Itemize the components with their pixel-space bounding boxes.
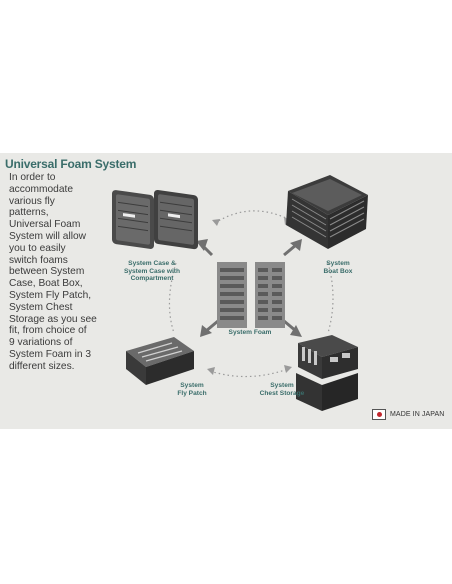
system-case-image <box>112 189 198 250</box>
label-line: Fly Patch <box>177 389 207 397</box>
description-line: you to easily <box>9 242 66 254</box>
label-line: Chest Storage <box>259 389 305 397</box>
label-system-foam: System Foam <box>220 329 280 337</box>
badge-text: MADE IN JAPAN <box>390 411 445 418</box>
description-line: System will allow <box>9 230 86 242</box>
label-line: System Case with <box>123 267 181 275</box>
description-line: different sizes. <box>9 360 75 372</box>
label-line: System <box>180 382 204 389</box>
chest-storage-image <box>296 335 358 411</box>
description-line: Storage as you see <box>9 313 97 325</box>
description-line: System Fly Patch, <box>9 289 92 301</box>
label-line: System <box>270 382 294 389</box>
label-boat-box: System Boat Box <box>316 260 360 275</box>
description-line: Universal Foam <box>9 219 81 231</box>
description-line: In order to <box>9 172 56 183</box>
description-line: 9 variations of <box>9 337 73 349</box>
fly-patch-image <box>126 337 194 385</box>
description-line: various fly <box>9 195 55 207</box>
description-line: switch foams <box>9 254 68 266</box>
description-line: accommodate <box>9 183 73 195</box>
direction-arrows <box>196 239 302 337</box>
label-fly-patch: System Fly Patch <box>170 382 214 397</box>
brochure-panel: Universal Foam System In order to accomm… <box>0 153 452 429</box>
description-line: Case, Boat Box, <box>9 278 83 290</box>
description-line: patterns, <box>9 207 49 219</box>
system-foam-image <box>217 262 285 328</box>
label-line: Boat Box <box>323 267 353 275</box>
description-text: In order to accommodate various fly patt… <box>9 172 119 373</box>
label-system-case: System Case & System Case with Compartme… <box>116 260 188 283</box>
japan-flag-icon <box>372 409 386 420</box>
boat-box-image <box>286 175 368 249</box>
label-line: Compartment <box>130 275 174 283</box>
label-line: System <box>326 260 350 267</box>
description-line: between System <box>9 266 85 278</box>
label-line: System Foam <box>228 329 272 336</box>
description-line: System Chest <box>9 301 73 313</box>
made-in-japan-badge: MADE IN JAPAN <box>372 409 444 420</box>
description-line: System Foam in 3 <box>9 348 92 360</box>
label-line: System Case & <box>128 260 176 267</box>
description-line: fit, from choice of <box>9 325 87 337</box>
section-title: Universal Foam System <box>5 157 137 171</box>
label-chest-storage: System Chest Storage <box>252 382 312 397</box>
